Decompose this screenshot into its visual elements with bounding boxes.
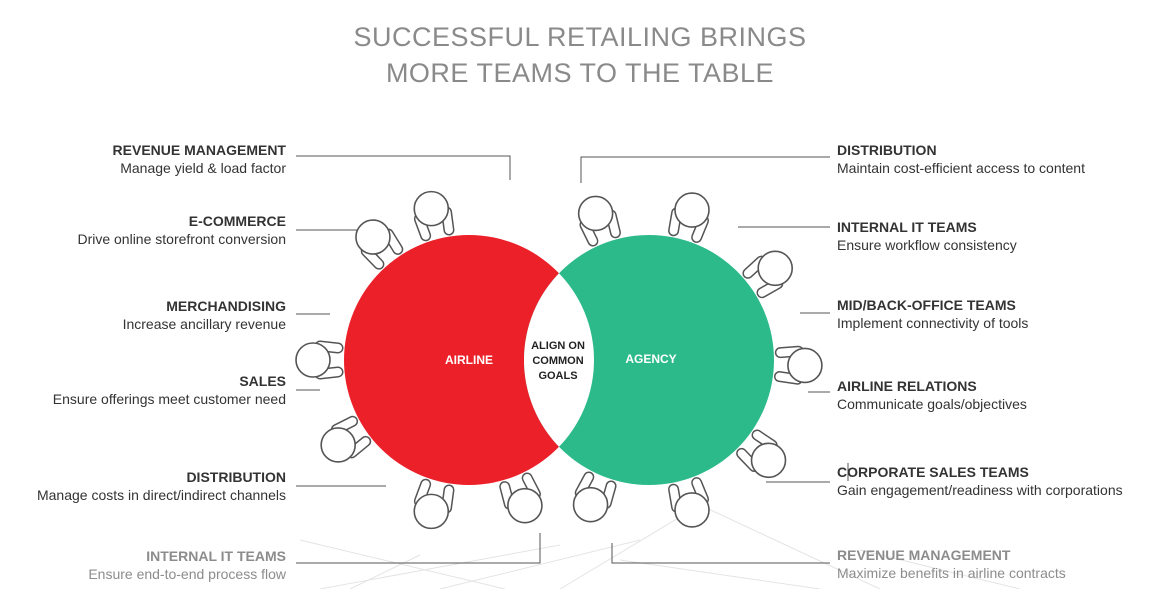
person-figure-2 (413, 190, 455, 242)
center-label-line-2: COMMON (532, 355, 583, 367)
person-figure-11 (736, 429, 787, 479)
person-figure-5 (413, 478, 455, 530)
center-label-line-3: GOALS (538, 370, 577, 382)
connector-lines (296, 155, 849, 564)
person-figure-8 (668, 192, 710, 243)
airline-circle (344, 235, 594, 485)
floor-grid (299, 504, 1021, 589)
connector-revenue-management-right (611, 543, 830, 564)
center-label-line-1: ALIGN ON (531, 340, 585, 352)
agency-circle (524, 235, 774, 485)
person-figure-12 (668, 477, 710, 528)
person-figure-10 (774, 345, 823, 385)
connector-revenue-management-left (296, 155, 511, 180)
person-figure-1 (355, 219, 404, 270)
connector-internal-it-left (296, 533, 541, 564)
people-around-table (295, 190, 823, 530)
person-figure-6 (499, 472, 543, 524)
person-figure-13 (572, 471, 617, 523)
agency-label: AGENCY (625, 352, 676, 366)
person-figure-3 (295, 340, 344, 380)
person-figure-4 (320, 415, 372, 463)
title-line-1: SUCCESSFUL RETAILING BRINGS (353, 22, 807, 52)
title-line-2: MORE TEAMS TO THE TABLE (385, 58, 775, 88)
connector-distribution-right (580, 156, 830, 183)
person-figure-7 (577, 195, 621, 247)
person-figure-9 (742, 250, 794, 299)
airline-label: AIRLINE (445, 353, 493, 367)
